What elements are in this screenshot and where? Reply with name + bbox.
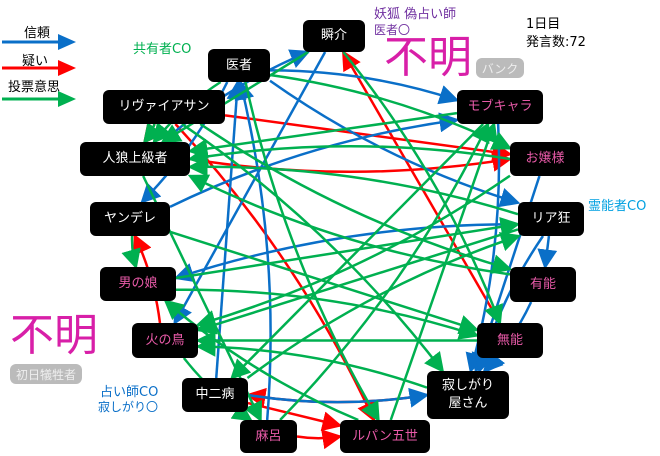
fox-sub-label: 医者〇 — [374, 23, 411, 37]
legend-arrows — [2, 34, 76, 107]
edge-trust-shunsuke-hinotori — [173, 51, 327, 326]
edge-vote-lupin-otokonoko — [163, 299, 359, 422]
node-sabishi: 寂しがり屋さん — [427, 371, 509, 419]
unknown-label-top: 不明 — [384, 32, 472, 83]
edge-vote-riakyo-jinro — [187, 156, 519, 216]
edge-trust-riakyo-yuno — [537, 235, 558, 270]
node-shunsuke: 瞬介 — [303, 20, 365, 52]
node-muno: 無能 — [477, 323, 543, 358]
edge-vote-leviathan-jinro — [142, 122, 164, 144]
edge-vote-maro-mob — [279, 121, 490, 421]
node-chuni: 中二病 — [182, 378, 248, 412]
node-jinro: 人狼上級者 — [80, 142, 190, 176]
edge-doubt-leviathan-ojou — [224, 114, 513, 162]
bank-tag: バンク — [476, 58, 524, 78]
legend-vote-arrow-icon — [58, 91, 76, 107]
node-yuno: 有能 — [510, 267, 576, 302]
medium-co-label: 霊能者CO — [588, 199, 647, 214]
edge-vote-riakyo-hinotori — [195, 228, 519, 335]
legend-trust-label: 信頼 — [24, 26, 51, 41]
edge-trust-muno-sabishi — [484, 351, 506, 373]
fox-label: 妖狐 偽占い師 — [374, 7, 457, 22]
legend-doubt-label: 疑い — [22, 54, 49, 69]
node-otokonoko: 男の娘 — [100, 267, 176, 301]
post-count: 発言数:72 — [526, 35, 586, 50]
co-share-label: 共有者CO — [133, 42, 192, 57]
edge-vote-yuno-jinro — [187, 174, 511, 276]
node-leviathan: リヴァイアサン — [103, 90, 225, 124]
edge-vote-mob-jinro — [187, 111, 458, 159]
edge-vote-shunsuke-jinro — [160, 50, 309, 144]
node-isha: 医者 — [208, 49, 270, 82]
edge-vote-yandere-muno — [169, 230, 480, 335]
edge-vote-shunsuke-muno — [342, 51, 503, 326]
edge-vote-ojou-jinro — [187, 144, 511, 167]
legend-vote-label: 投票意思 — [8, 80, 61, 95]
day-label: 1日目 — [526, 17, 561, 32]
edge-vote-otokonoko-riakyo — [175, 217, 521, 280]
unknown-label-left: 不明 — [10, 310, 98, 361]
node-lupin: ルパン五世 — [340, 420, 430, 453]
edge-vote-ojou-hinotori — [195, 174, 511, 330]
node-ojou: お嬢様 — [510, 142, 580, 176]
edge-vote-mob-chuni — [230, 123, 485, 380]
node-hinotori: 火の鳥 — [132, 323, 198, 358]
edge-doubt-maro-lupin — [296, 429, 343, 450]
edge-vote-isha-lupin — [244, 81, 380, 423]
seer-co-label: 占い師CO — [100, 385, 159, 400]
node-mob: モブキャラ — [457, 90, 543, 124]
edge-vote-yandere-otokonoko — [121, 235, 141, 270]
edge-trust-chuni-sabishi — [247, 387, 430, 408]
edge-vote-lupin-mob — [389, 121, 498, 421]
legend-doubt-arrow-icon — [58, 60, 76, 76]
edge-trust-maro-isha — [234, 79, 272, 421]
edge-vote-otokonoko-muno — [175, 288, 480, 340]
edge-vote-leviathan-sabishi — [181, 122, 445, 373]
node-maro: 麻呂 — [240, 420, 297, 453]
edge-vote-chuni-riakyo — [246, 232, 521, 380]
node-yandere: ヤンデレ — [90, 202, 170, 236]
node-riakyo: リア狂 — [518, 202, 584, 236]
legend-trust-arrow-icon — [58, 34, 76, 50]
first-victim-tag: 初日犠牲者 — [10, 364, 82, 384]
seer-sub-label: 寂しがり〇 — [98, 400, 159, 414]
